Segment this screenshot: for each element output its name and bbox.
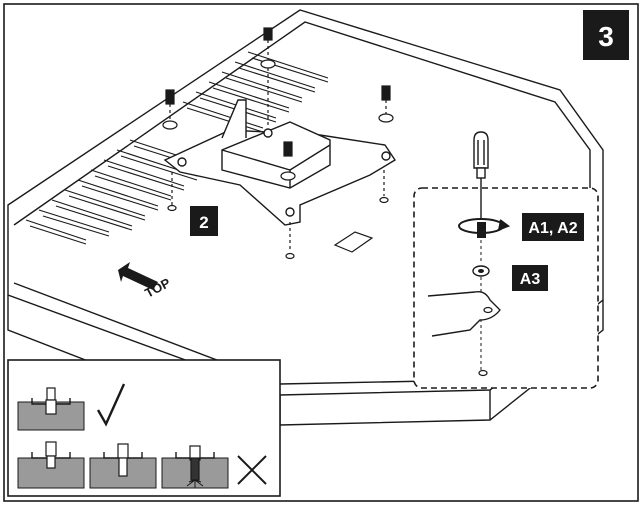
incorrect-example-2 — [89, 443, 157, 489]
bracket-label: 2 — [199, 213, 208, 232]
screws — [162, 27, 394, 260]
tighten-label-bg — [522, 213, 584, 241]
washer-label-bg — [512, 265, 548, 291]
vent-slots — [25, 51, 329, 245]
vesa-plate — [163, 99, 396, 226]
detail-plate — [427, 290, 501, 337]
incorrect-example-1 — [17, 441, 85, 489]
detail-mount-hole — [478, 369, 488, 377]
detail-plate-hole — [483, 306, 493, 314]
checkmark-icon — [96, 383, 126, 427]
step-badge — [583, 10, 629, 60]
washer-label: A3 — [520, 271, 541, 288]
screwdriver-icon — [473, 131, 489, 218]
step-number: 3 — [598, 21, 614, 52]
correct-example — [17, 387, 85, 431]
square-hole — [333, 231, 374, 253]
detail-washer-hole — [478, 269, 484, 273]
cross-icon — [237, 455, 267, 485]
top-arrow-icon — [118, 262, 158, 290]
bracket-label-bg — [190, 206, 218, 236]
outer-frame — [3, 3, 639, 502]
detail-screw — [477, 222, 486, 238]
incorrect-example-3 — [161, 445, 229, 489]
tighten-label: A1, A2 — [528, 220, 577, 237]
